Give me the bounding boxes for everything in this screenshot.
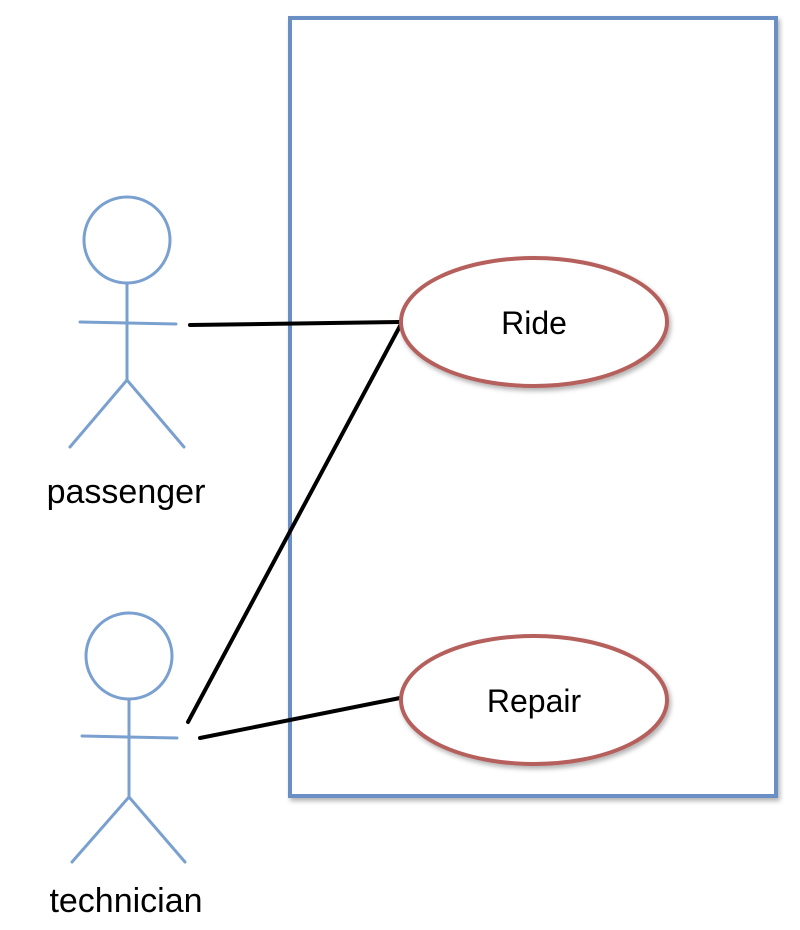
actor-passenger-arms xyxy=(78,320,178,326)
actor-passenger-label: passenger xyxy=(47,473,206,511)
actor-technician-arms xyxy=(80,734,179,740)
actor-technician[interactable] xyxy=(70,611,187,864)
use-case-repair-ellipse xyxy=(399,634,669,766)
actor-passenger-head xyxy=(82,195,172,285)
actor-technician-left-leg xyxy=(70,795,131,864)
use-case-repair[interactable]: Repair xyxy=(399,634,669,766)
association-technician-ride xyxy=(186,324,402,724)
use-case-ride-ellipse xyxy=(399,256,669,388)
associations xyxy=(186,320,402,740)
actor-passenger[interactable] xyxy=(68,195,186,449)
actor-passenger-left-leg xyxy=(68,378,129,449)
use-case-ride[interactable]: Ride xyxy=(399,256,669,388)
use-case-ride-label: Ride xyxy=(501,305,567,341)
use-case-repair-label: Repair xyxy=(487,683,582,719)
association-passenger-ride xyxy=(188,320,402,327)
association-technician-repair xyxy=(198,696,402,740)
actor-passenger-right-leg xyxy=(125,378,186,449)
actor-technician-right-leg xyxy=(127,795,187,864)
actor-technician-head xyxy=(84,611,174,701)
actor-technician-label: technician xyxy=(49,882,202,920)
